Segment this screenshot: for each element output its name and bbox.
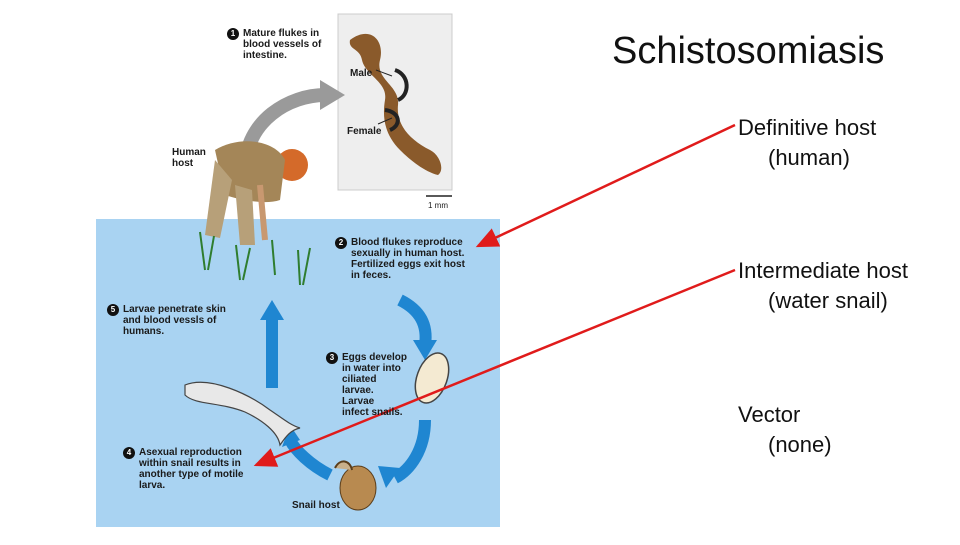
- human-host-label: Human host: [172, 147, 206, 169]
- step-3-text: Eggs develop in water into ciliated larv…: [342, 352, 408, 418]
- human-arm: [257, 184, 268, 241]
- step-1-number: 1: [227, 28, 239, 40]
- scale-label: 1 mm: [428, 201, 448, 210]
- male-fluke-mark: [394, 68, 409, 102]
- human-leg-left: [205, 160, 232, 238]
- host-item-intermediate: Intermediate host (water snail): [738, 256, 908, 316]
- step-1-text: Mature flukes in blood vessels of intest…: [243, 28, 322, 61]
- step-5-number: 5: [107, 304, 119, 316]
- host-value: (human): [768, 145, 850, 170]
- step-1-label: 1 Mature flukes in blood vessels of inte…: [227, 28, 322, 61]
- gray-arrow-head: [320, 80, 345, 110]
- host-value: (water snail): [768, 288, 888, 313]
- pointer-definitive-host: [475, 123, 736, 248]
- host-term: Intermediate host: [738, 258, 908, 283]
- step-4-label: 4 Asexual reproduction within snail resu…: [123, 447, 244, 491]
- step-5-text: Larvae penetrate skin and blood vessls o…: [123, 304, 226, 337]
- step-5-label: 5 Larvae penetrate skin and blood vessls…: [107, 304, 226, 337]
- female-label: Female: [347, 126, 382, 137]
- snail-host-label: Snail host: [292, 500, 340, 511]
- fluke-pair-image: [349, 33, 442, 175]
- slide-title: Schistosomiasis: [612, 30, 885, 72]
- snail-shell: [339, 465, 377, 511]
- human-leg-right: [235, 185, 255, 245]
- human-head: [276, 149, 308, 181]
- step-4-number: 4: [123, 447, 135, 459]
- step-4-text: Asexual reproduction within snail result…: [139, 447, 244, 491]
- host-value: (none): [768, 432, 832, 457]
- human-torso: [215, 141, 285, 203]
- male-pointer-line: [375, 69, 393, 77]
- female-fluke-mark: [384, 108, 400, 132]
- cycle-arrowheads: [260, 300, 437, 488]
- male-label: Male: [350, 68, 373, 79]
- motile-larva: [184, 381, 301, 447]
- host-term: Definitive host: [738, 115, 877, 140]
- female-pointer-line: [377, 117, 393, 125]
- host-item-definitive: Definitive host (human): [738, 113, 876, 173]
- step-3-number: 3: [326, 352, 338, 364]
- snail-body: [334, 460, 353, 471]
- step-2-number: 2: [335, 237, 347, 249]
- rice-plants: [199, 231, 311, 286]
- step-2-text: Blood flukes reproduce sexually in human…: [351, 237, 465, 281]
- step-3-label: 3 Eggs develop in water into ciliated la…: [326, 352, 408, 418]
- host-term: Vector: [738, 402, 801, 427]
- pointer-intermediate-host: [253, 268, 736, 467]
- host-item-vector: Vector (none): [738, 400, 832, 460]
- step-2-label: 2 Blood flukes reproduce sexually in hum…: [335, 237, 465, 281]
